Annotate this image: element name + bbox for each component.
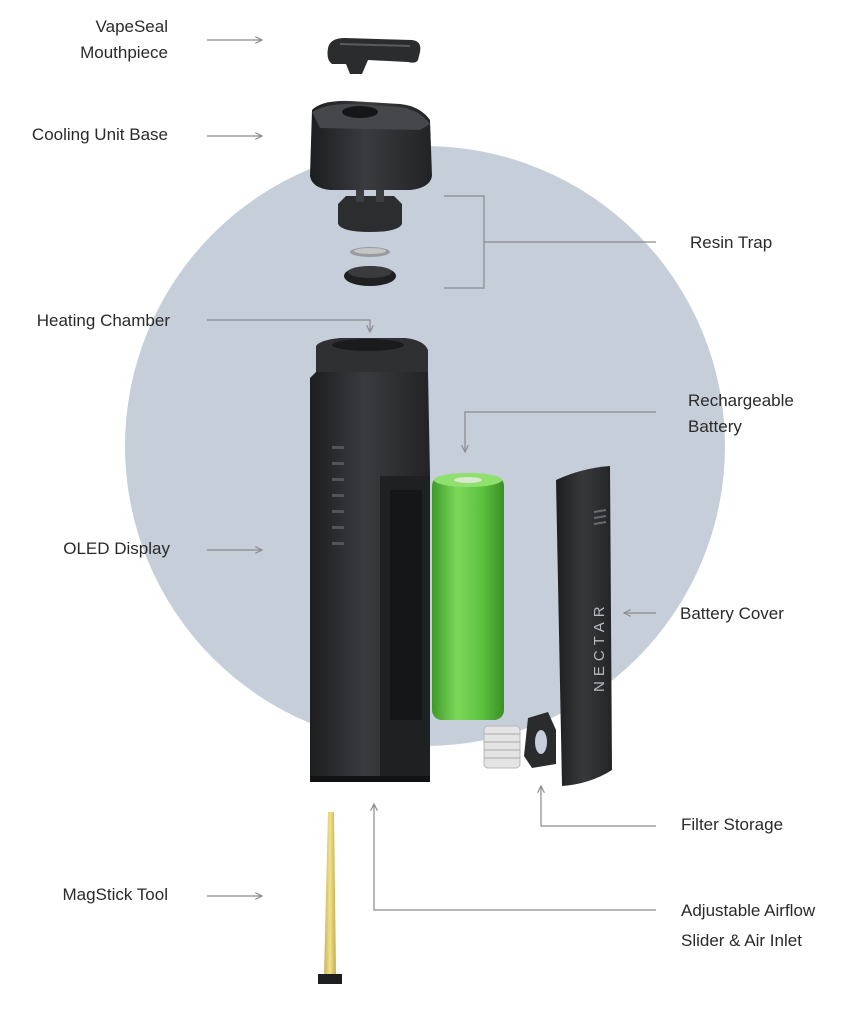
battery-cover-part: NECTAR bbox=[556, 466, 612, 786]
label-battery-line1: Rechargeable bbox=[688, 391, 794, 410]
cooling-unit-part bbox=[310, 100, 432, 190]
label-battery-line2: Battery bbox=[688, 417, 742, 436]
label-resin-trap: Resin Trap bbox=[690, 233, 773, 252]
label-filter-storage: Filter Storage bbox=[681, 815, 784, 834]
label-magstick: MagStick Tool bbox=[62, 885, 168, 904]
leader-filter-storage bbox=[541, 786, 656, 827]
leader-airflow bbox=[374, 804, 656, 911]
leader-lines bbox=[207, 40, 656, 911]
magstick-tool-part bbox=[318, 812, 342, 984]
label-vapeseal-line2: Mouthpiece bbox=[80, 43, 168, 62]
label-cooling-unit: Cooling Unit Base bbox=[31, 125, 168, 144]
oled-display-dots bbox=[332, 446, 344, 545]
label-battery-cover: Battery Cover bbox=[680, 604, 784, 623]
device-body-part bbox=[310, 338, 430, 782]
leader-battery bbox=[465, 411, 656, 452]
label-airflow-line1: Adjustable Airflow bbox=[681, 901, 816, 920]
battery-part bbox=[432, 473, 504, 720]
filter-storage-part bbox=[483, 712, 556, 769]
vapeseal-mouthpiece-part bbox=[327, 38, 421, 74]
label-vapeseal-line1: VapeSeal bbox=[95, 17, 168, 36]
leader-heating-chamber bbox=[207, 319, 370, 332]
label-airflow-line2: Slider & Air Inlet bbox=[681, 931, 802, 950]
resin-trap-part bbox=[338, 190, 402, 286]
cover-brand-text: NECTAR bbox=[591, 601, 608, 692]
label-oled: OLED Display bbox=[63, 539, 170, 558]
label-heating-chamber: Heating Chamber bbox=[36, 311, 170, 330]
